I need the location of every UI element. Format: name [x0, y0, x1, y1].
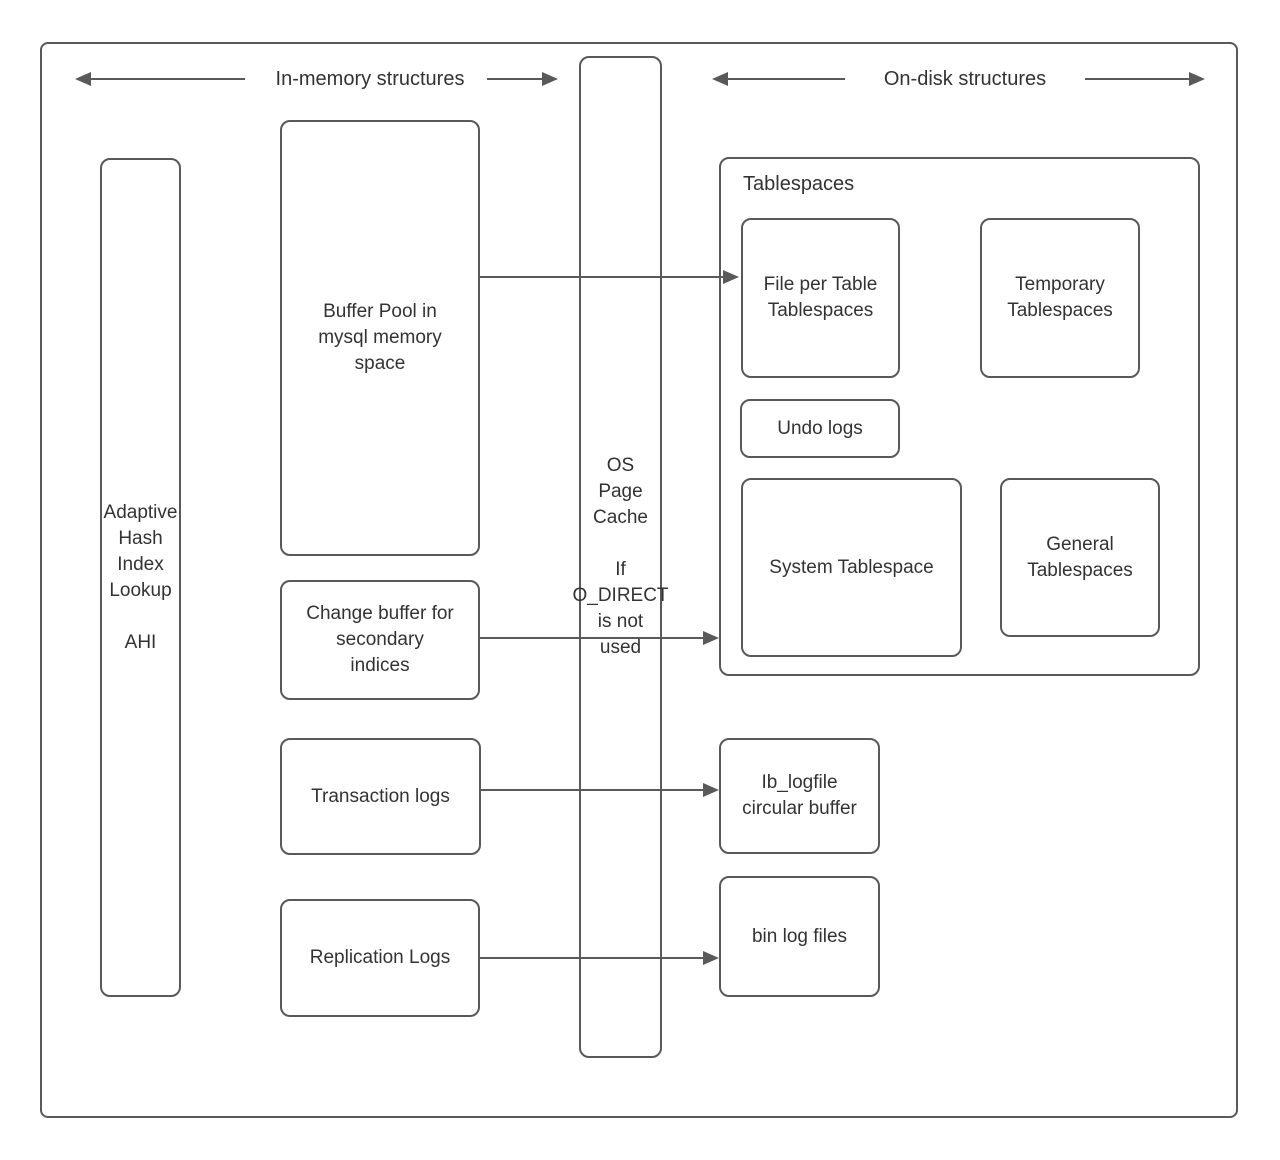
node-buffer-pool: Buffer Pool in mysql memory space [280, 120, 480, 556]
node-adaptive-hash-index: Adaptive Hash Index Lookup AHI [100, 158, 181, 997]
arrow-on-disk-right [1085, 78, 1189, 80]
node-file-per-table-tablespaces: File per Table Tablespaces [741, 218, 900, 378]
buffer-pool-label: Buffer Pool in mysql memory space [318, 301, 442, 374]
node-transaction-logs: Transaction logs [280, 738, 481, 855]
node-replication-logs: Replication Logs [280, 899, 480, 1017]
arrow-buffer-pool-to-file-per-table [480, 276, 723, 278]
node-ib-logfile: Ib_logfile circular buffer [719, 738, 880, 854]
file-per-table-tablespaces-label: File per Table Tablespaces [763, 274, 878, 321]
node-general-tablespaces: General Tablespaces [1000, 478, 1160, 637]
bin-log-files-label: bin log files [751, 925, 848, 947]
node-os-page-cache: OS Page Cache If O_DIRECT is not used [572, 56, 669, 1058]
tablespaces-group-label: Tablespaces [743, 173, 855, 195]
node-system-tablespace: System Tablespace [741, 478, 962, 657]
ib-logfile-label: Ib_logfile circular buffer [742, 772, 857, 819]
change-buffer-label: Change buffer for secondary indices [306, 603, 454, 676]
node-change-buffer: Change buffer for secondary indices [280, 580, 480, 700]
replication-logs-label: Replication Logs [309, 947, 451, 968]
node-bin-log-files: bin log files [719, 876, 880, 997]
undo-logs-label: Undo logs [777, 417, 863, 439]
arrow-transaction-logs-to-ib-logfile [481, 789, 703, 791]
os-page-cache-label: OS Page Cache If O_DIRECT is not used [572, 455, 669, 658]
arrow-in-memory-right [487, 78, 542, 80]
node-temporary-tablespaces: Temporary Tablespaces [980, 218, 1140, 378]
arrow-in-memory-left [91, 78, 245, 80]
arrow-change-buffer-to-tablespaces [480, 637, 703, 639]
arrow-replication-logs-to-bin-log-files [480, 957, 703, 959]
arrow-on-disk-left [728, 78, 845, 80]
transaction-logs-label: Transaction logs [311, 785, 450, 807]
adaptive-hash-index-label: Adaptive Hash Index Lookup AHI [103, 501, 178, 653]
system-tablespace-label: System Tablespace [769, 556, 934, 578]
in-memory-structures-label: In-memory structures [275, 68, 465, 90]
node-undo-logs: Undo logs [740, 399, 900, 458]
general-tablespaces-label: General Tablespaces [1027, 533, 1133, 581]
on-disk-structures-label: On-disk structures [883, 68, 1047, 90]
temporary-tablespaces-label: Temporary Tablespaces [1007, 274, 1113, 321]
